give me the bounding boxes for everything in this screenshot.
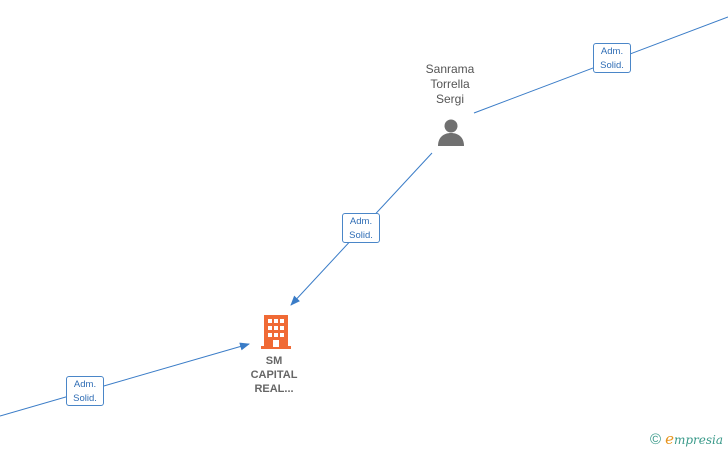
person-name-line: Sergi [435,92,464,106]
edge-label-role-suffix: Solid. [73,393,97,404]
company-name-line: SM [265,355,283,367]
edge-label-role-suffix: Solid. [600,60,624,71]
edge-label-role: Adm. [349,216,373,227]
brand-initial: e [665,429,674,448]
person-icon[interactable] [436,117,466,147]
company-name-line: CAPITAL [250,369,298,381]
brand-name: mpresia [673,432,724,447]
edge-label-person-to-company[interactable]: Adm. Solid. [342,213,380,243]
edge-label-role: Adm. [73,379,97,390]
edge-label-top-right[interactable]: Adm. Solid. [593,43,631,73]
edge-label-role-suffix: Solid. [349,230,373,241]
building-icon[interactable] [260,314,292,350]
company-node-name[interactable]: SM CAPITAL REAL... [234,354,314,396]
empresia-watermark: © empresia [650,430,723,448]
person-name-line: Sanrama [425,62,475,76]
person-node-name[interactable]: Sanrama Torrella Sergi [400,62,500,107]
copyright-icon: © [650,430,662,448]
company-name-line: REAL... [254,383,294,395]
brand-logo: empresia [665,430,723,449]
edge-label-bottom-left[interactable]: Adm. Solid. [66,376,104,406]
edge-line-bottom-left [0,342,250,417]
person-name-line: Torrella [430,77,470,91]
edge-label-role: Adm. [600,46,624,57]
